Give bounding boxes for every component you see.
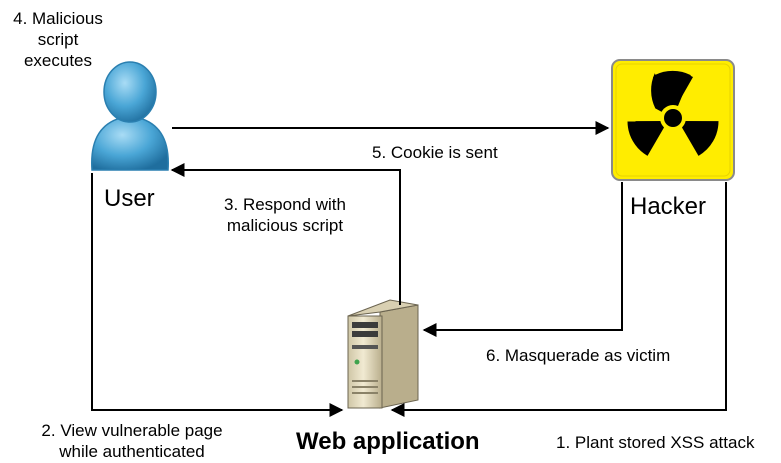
step6-label: 6. Masquerade as victim (486, 346, 671, 365)
arrow-respond-malicious (170, 163, 401, 305)
step3-label: 3. Respond with malicious script (224, 195, 346, 235)
radiation-hazard-icon (611, 59, 735, 181)
hacker-label: Hacker (630, 193, 707, 220)
arrow-plant-xss (390, 182, 727, 417)
user-label: User (104, 185, 155, 212)
arrow-masquerade (422, 182, 623, 337)
step2-label: 2. View vulnerable page while authentica… (41, 421, 223, 461)
user-icon (91, 61, 169, 171)
web-application-label: Web application (296, 428, 480, 455)
step4-label: 4. Malicious script executes (13, 9, 103, 70)
arrow-view-page (91, 173, 344, 417)
server-icon (347, 299, 419, 409)
step5-label: 5. Cookie is sent (372, 143, 498, 162)
step1-label: 1. Plant stored XSS attack (556, 433, 755, 452)
